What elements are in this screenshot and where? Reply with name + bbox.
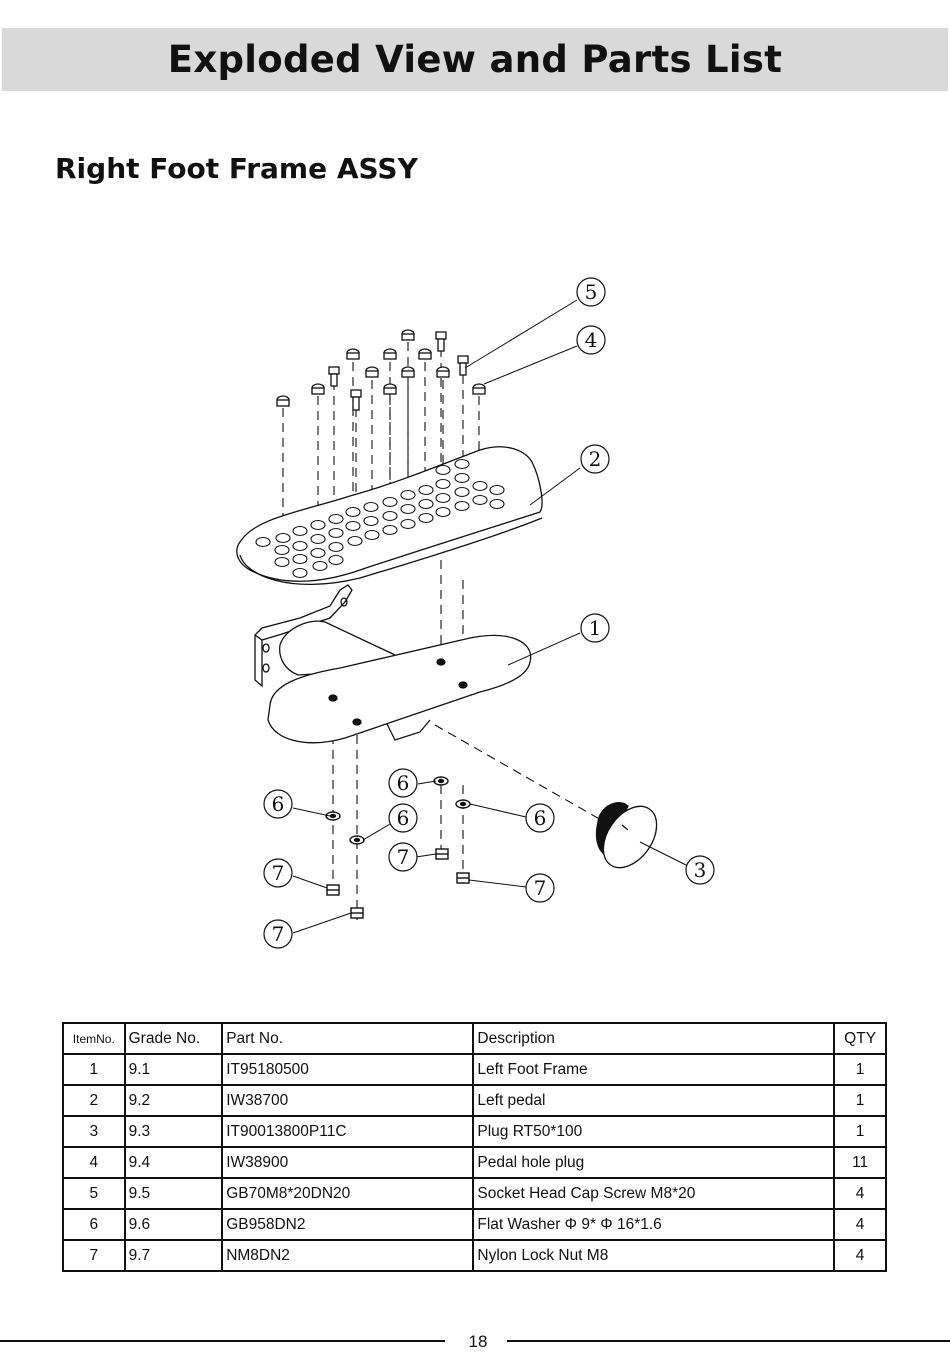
header-description: Description bbox=[472, 1022, 836, 1055]
callout-6: 6 bbox=[272, 792, 285, 816]
cell-part-no: IW38900 bbox=[221, 1146, 475, 1179]
cell-grade-no: 9.2 bbox=[123, 1084, 224, 1117]
cell-part-no: IT95180500 bbox=[221, 1053, 475, 1086]
cell-description: Left Foot Frame bbox=[472, 1053, 836, 1086]
nylon-lock-nuts bbox=[326, 848, 470, 919]
cell-qty: 4 bbox=[833, 1177, 887, 1210]
cell-description: Socket Head Cap Screw M8*20 bbox=[472, 1177, 836, 1210]
cell-description: Flat Washer Φ 9* Φ 16*1.6 bbox=[472, 1208, 836, 1241]
cell-description: Plug RT50*100 bbox=[472, 1115, 836, 1148]
exploded-view-drawing: 5 4 2 1 6 6 6 6 7 7 7 7 3 bbox=[236, 277, 715, 949]
table-row: 5 9.5 GB70M8*20DN20 Socket Head Cap Scre… bbox=[62, 1177, 887, 1210]
callout-7: 7 bbox=[272, 922, 285, 946]
callout-6: 6 bbox=[397, 806, 410, 830]
page-title: Exploded View and Parts List bbox=[167, 38, 783, 81]
cell-description: Pedal hole plug bbox=[472, 1146, 836, 1179]
callout-6: 6 bbox=[397, 771, 410, 795]
header-part-no: Part No. bbox=[221, 1022, 475, 1055]
socket-head-cap-screws bbox=[328, 331, 469, 411]
cell-part-no: NM8DN2 bbox=[221, 1239, 475, 1272]
table-row: 3 9.3 IT90013800P11C Plug RT50*100 1 bbox=[62, 1115, 887, 1148]
footer-rule-right bbox=[507, 1340, 950, 1342]
cell-item-no: 6 bbox=[62, 1208, 126, 1241]
foot-frame-part-1 bbox=[253, 584, 532, 744]
cell-grade-no: 9.1 bbox=[123, 1053, 224, 1086]
leader-lines bbox=[292, 299, 687, 934]
cell-grade-no: 9.7 bbox=[123, 1239, 224, 1272]
cell-qty: 1 bbox=[833, 1053, 887, 1086]
parts-list-table: ItemNo. Grade No. Part No. Description Q… bbox=[62, 1022, 887, 1272]
callout-1: 1 bbox=[589, 616, 602, 640]
cell-qty: 11 bbox=[833, 1146, 887, 1179]
cell-qty: 4 bbox=[833, 1208, 887, 1241]
pedal-part-2 bbox=[236, 446, 543, 586]
cell-description: Left pedal bbox=[472, 1084, 836, 1117]
callout-6: 6 bbox=[534, 806, 547, 830]
header-item-no: ItemNo. bbox=[62, 1022, 126, 1055]
cell-grade-no: 9.6 bbox=[123, 1208, 224, 1241]
callout-7: 7 bbox=[534, 876, 547, 900]
flat-washers bbox=[325, 776, 471, 845]
cell-qty: 1 bbox=[833, 1115, 887, 1148]
cell-qty: 4 bbox=[833, 1239, 887, 1272]
table-row: 4 9.4 IW38900 Pedal hole plug 11 bbox=[62, 1146, 887, 1179]
cell-part-no: IW38700 bbox=[221, 1084, 475, 1117]
cell-grade-no: 9.3 bbox=[123, 1115, 224, 1148]
cell-qty: 1 bbox=[833, 1084, 887, 1117]
page-number: 18 bbox=[468, 1332, 488, 1351]
callout-2: 2 bbox=[589, 447, 602, 471]
callout-4: 4 bbox=[585, 328, 598, 352]
table-row: 2 9.2 IW38700 Left pedal 1 bbox=[62, 1084, 887, 1117]
header-qty: QTY bbox=[833, 1022, 887, 1055]
cell-item-no: 7 bbox=[62, 1239, 126, 1272]
cell-description: Nylon Lock Nut M8 bbox=[472, 1239, 836, 1272]
pedal-hole-plugs bbox=[276, 329, 486, 407]
table-row: 1 9.1 IT95180500 Left Foot Frame 1 bbox=[62, 1053, 887, 1086]
callout-7: 7 bbox=[397, 845, 410, 869]
cell-part-no: GB958DN2 bbox=[221, 1208, 475, 1241]
plug-part-3 bbox=[595, 802, 658, 869]
cell-item-no: 3 bbox=[62, 1115, 126, 1148]
table-row: 7 9.7 NM8DN2 Nylon Lock Nut M8 4 bbox=[62, 1239, 887, 1272]
cell-item-no: 5 bbox=[62, 1177, 126, 1210]
header-grade-no: Grade No. bbox=[123, 1022, 224, 1055]
cell-grade-no: 9.4 bbox=[123, 1146, 224, 1179]
table-header-row: ItemNo. Grade No. Part No. Description Q… bbox=[62, 1022, 887, 1055]
callout-numbers: 5 4 2 1 6 6 6 6 7 7 7 7 3 bbox=[272, 280, 707, 946]
section-title: Right Foot Frame ASSY bbox=[55, 152, 418, 185]
header-bar: Exploded View and Parts List bbox=[2, 28, 948, 91]
cell-item-no: 1 bbox=[62, 1053, 126, 1086]
cell-grade-no: 9.5 bbox=[123, 1177, 224, 1210]
cell-item-no: 2 bbox=[62, 1084, 126, 1117]
table-row: 6 9.6 GB958DN2 Flat Washer Φ 9* Φ 16*1.6… bbox=[62, 1208, 887, 1241]
callout-circles bbox=[263, 277, 715, 949]
cell-part-no: IT90013800P11C bbox=[221, 1115, 475, 1148]
callout-3: 3 bbox=[694, 858, 707, 882]
callout-5: 5 bbox=[585, 280, 598, 304]
cell-part-no: GB70M8*20DN20 bbox=[221, 1177, 475, 1210]
callout-7: 7 bbox=[272, 861, 285, 885]
footer-rule-left bbox=[0, 1340, 445, 1342]
cell-item-no: 4 bbox=[62, 1146, 126, 1179]
exploded-view-diagram: 5 4 2 1 6 6 6 6 7 7 7 7 3 bbox=[0, 250, 950, 970]
